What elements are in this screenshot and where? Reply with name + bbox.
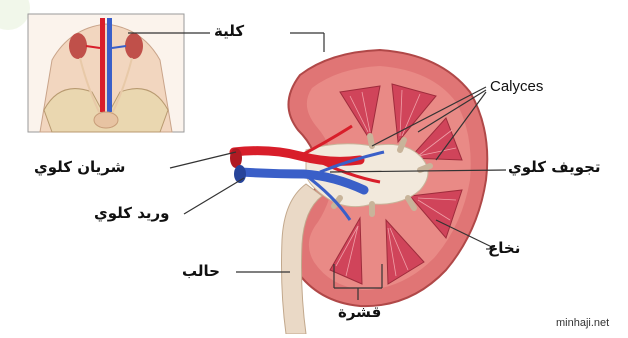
label-calyces: Calyces (490, 79, 543, 94)
inset-right-kidney (125, 33, 143, 59)
body-inset (28, 14, 184, 132)
label-medulla: نخاع (488, 241, 520, 256)
label-renal-vein: وريد كلوي (94, 206, 169, 221)
watermark-text: minhaji.net (556, 318, 609, 329)
label-renal-artery: شريان كلوي (34, 160, 125, 175)
label-renal-pelvis: تجويف كلوي (508, 160, 601, 175)
inset-left-kidney (69, 33, 87, 59)
label-ureter: حالب (182, 264, 220, 279)
label-cortex: قشرة (338, 305, 381, 320)
label-kidney: كلية (214, 24, 244, 39)
corner-decoration (0, 0, 30, 30)
kidney-cross-section (230, 50, 487, 334)
